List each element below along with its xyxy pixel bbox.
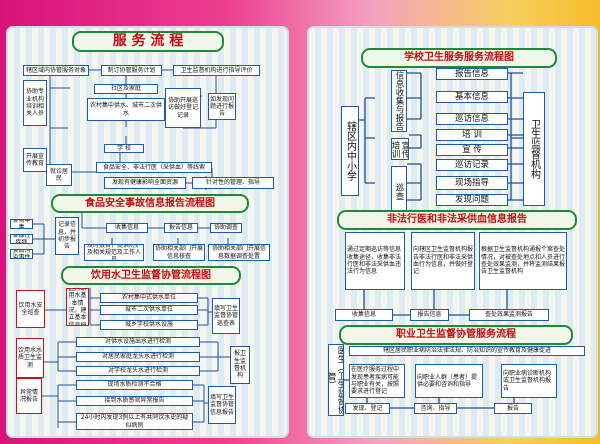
water-quality-box: 饮用水水质卫生监测 <box>16 338 44 378</box>
publicity-box: 开展宣传教育 <box>23 148 47 172</box>
clue-box: 食品安全、非法行医（采供血）等线索 <box>96 162 212 173</box>
collect-info-box: 收集信息 <box>106 223 148 233</box>
register-step: 发现、登记 <box>345 403 390 414</box>
service-plan-box: 制订协管服务计划 <box>101 65 162 76</box>
register-patient-box: 在医疗服务过程中发现患者疾病可能与职业有关，按照要求进行登记 <box>349 364 405 398</box>
left-panel: 服 务 流 程 辖区域内协管服务对象 制订协管服务计划 卫生监督机构进行指导评价… <box>6 26 289 438</box>
rural-water-box: 农村集中式供水单位 <box>100 293 198 303</box>
school-district-box: 辖区内中小学 <box>341 106 359 196</box>
food-safety-title: 食品安全事故信息报告流程图 <box>51 194 249 213</box>
visit-info-item: 巡访信息 <box>436 113 508 125</box>
suspected-case-box: 24小时内发现3例以上有共同饮水史的疑似病例 <box>76 413 193 430</box>
consult-guide-box: 向职业人群（患者）提供必要和咨询和指导 <box>415 364 483 398</box>
water-archive-box: 掌握辖区内饮用水基本情况，建立基本信息档案 <box>66 288 89 326</box>
assist-disposal-box: 协助相关部门开展信息数据调查处置 <box>208 244 270 261</box>
report-step: 报告 <box>494 403 532 414</box>
quality-fail-box: 现场水质检测不合格 <box>76 380 193 390</box>
report-info-item: 报告信息 <box>436 68 508 80</box>
school-box: 学 校 <box>104 144 144 153</box>
monitor-result-box: 根据卫生监督机构通报个案查处情况，对被查处地点和人员进行查处效果监测，并将监测结… <box>479 232 567 290</box>
problem-found-item: 发现问题 <box>436 194 508 206</box>
report-problem-box: 如发现问题进行报告 <box>208 93 236 120</box>
supervisor-evaluation-box: 卫生监督机构进行指导评价 <box>173 65 260 76</box>
visit-record-item: 巡访记录 <box>436 159 508 171</box>
school-tap-box: 对学校龙头水进行检测 <box>76 366 200 376</box>
facility-water-box: 对供水设施出水进行检测 <box>76 337 200 347</box>
abnormal-report-box: 异常情况报告 <box>16 378 42 414</box>
verify-info-box: 协助相关部门开展信息核查 <box>153 244 205 261</box>
food-poisoning-box: 食物中毒 <box>10 219 33 229</box>
report-diagnosis-box: 向职业病诊断机构或卫生监督机构报告 <box>501 364 557 398</box>
foodborne-disease-box: 食源性疾病 <box>10 234 33 244</box>
report-supervisor-box: 报卫生监督机构 <box>230 346 250 384</box>
service-target-box: 辖区域内协管服务对象 <box>23 65 89 76</box>
collect-illegal-box: 通过定期巡访等信息收集途径，收集非法行医和非法采供血违法行为信息 <box>345 232 405 290</box>
publicity-education-box: 辖区居民职业病防治法律法规、防治知识的宣传教育及健康促进 <box>349 346 585 356</box>
sensory-abnormal-box: 接到水质感官异常报告 <box>76 396 193 406</box>
basic-info-item: 基本信息 <box>436 91 508 103</box>
school-water-box: 城乡学校供水设施 <box>100 320 198 330</box>
info-collect-box: 信息收集与报告 <box>391 70 407 132</box>
targeted-management-box: 针对性的管理、指导 <box>192 177 274 189</box>
inspection-form-box: 填写卫生监督协管巡查表 <box>212 298 240 334</box>
right-panel: 学校卫生服务服务流程图 辖区内中小学 信息收集与报告 宣传培训 巡查 报告信息 … <box>307 26 598 438</box>
water-inspection-box: 饮用水安全巡查 <box>16 290 45 328</box>
monitor-report-step: 查处效果监测报告 <box>469 309 549 321</box>
food-pollution-box: 食品污染事件 <box>10 249 33 259</box>
assist-investigation-box: 协助调查 <box>210 223 242 233</box>
household-water-box: 对居民家庭龙头水进行检测 <box>76 352 200 362</box>
info-report-box: 填写卫生监督协管信息报告 <box>208 386 236 424</box>
timely-report-box: 及时报告，提供防护及相关规范及工作人员 <box>84 244 144 261</box>
consult-step: 咨询、指导 <box>414 403 457 414</box>
report-info-step: 报告信息 <box>410 309 449 321</box>
drinking-water-title: 饮用水卫生监督协管流程图 <box>61 266 241 285</box>
health-supervision-box: 卫生监督机构 <box>523 92 545 206</box>
health-resource-box: 发现有健康影响全面资源 <box>104 177 186 189</box>
publicity-item: 宣 传 <box>436 144 508 156</box>
school-health-title: 学校卫生服务服务流程图 <box>361 48 557 68</box>
report-illegal-box: 向辖区卫生监督机构报告非法行医和非法采供血行为信息，并做好登记 <box>411 232 475 290</box>
urban-water-box: 城市二次供水单位 <box>100 305 198 315</box>
patrol-box: 巡查 <box>391 166 407 216</box>
publicity-training-box: 宣传培训 <box>391 138 409 160</box>
doctor-box: 医生（卫生监督协管） <box>328 344 344 416</box>
report-info-box: 报告信息 <box>164 223 198 233</box>
assist-inspection-box: 协助开展巡访做好登记记录 <box>165 88 201 128</box>
water-supply-box: 农村集中供水、城市二次供水 <box>87 98 165 121</box>
record-info-box: 记录信息，并初步报告 <box>55 217 79 255</box>
patient-box: 就诊居民 <box>46 164 72 186</box>
training-item: 培 训 <box>436 129 508 141</box>
site-guidance-item: 现场指导 <box>436 176 508 190</box>
community-box: 社区及家庭 <box>94 84 158 94</box>
collect-info-step: 收集信息 <box>335 309 393 321</box>
service-flow-title: 服 务 流 程 <box>72 31 224 52</box>
illegal-practice-title: 非法行医和非法采供血信息报告 <box>337 210 577 230</box>
occupational-health-title: 职业卫生监督协管服务流程 <box>339 325 573 345</box>
assist-training-box: 协助专业机构培训相关人员 <box>23 80 47 126</box>
